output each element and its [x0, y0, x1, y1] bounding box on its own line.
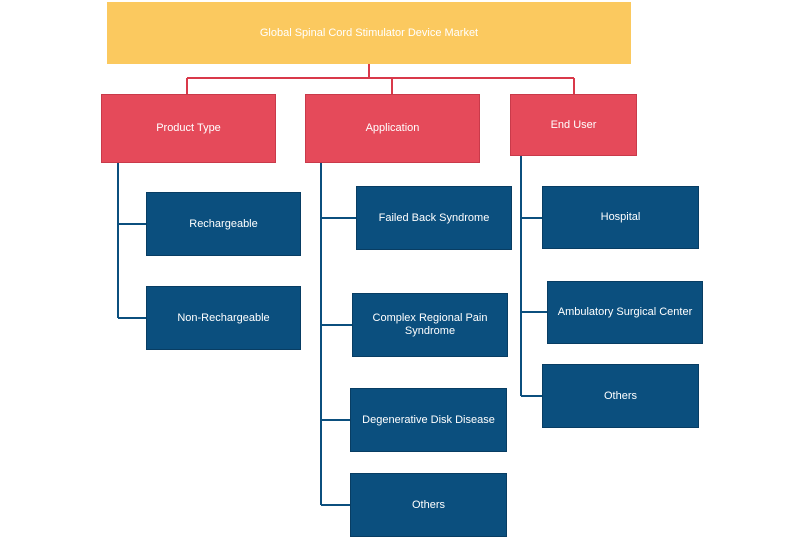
leaf-end-user-others: Others — [542, 364, 699, 428]
root-node: Global Spinal Cord Stimulator Device Mar… — [107, 2, 631, 64]
category-label: End User — [550, 118, 597, 131]
category-application: Application — [305, 94, 480, 163]
leaf-label: Failed Back Syndrome — [378, 211, 490, 224]
leaf-label: Hospital — [600, 211, 641, 223]
leaf-hospital: Hospital — [542, 186, 699, 249]
leaf-label: Others — [411, 498, 445, 511]
leaf-label: Ambulatory Surgical Center — [557, 306, 693, 318]
root-connectors — [186, 64, 575, 94]
leaf-ambulatory-surgical-center: Ambulatory Surgical Center — [547, 281, 703, 344]
leaf-degenerative-disk-disease: Degenerative Disk Disease — [350, 388, 507, 452]
application-connectors — [320, 163, 356, 506]
leaf-label: Others — [603, 389, 637, 402]
end-user-connectors — [520, 156, 547, 397]
category-label: Product Type — [156, 122, 221, 134]
category-end-user: End User — [510, 94, 637, 156]
product-type-connectors — [117, 163, 146, 319]
leaf-label: Degenerative Disk Disease — [362, 413, 495, 426]
leaf-rechargeable: Rechargeable — [146, 192, 301, 256]
leaf-application-others: Others — [350, 473, 507, 537]
category-product-type: Product Type — [101, 94, 276, 163]
leaf-label: Rechargeable — [189, 217, 258, 230]
leaf-label: Non-Rechargeable — [177, 311, 270, 324]
leaf-failed-back-syndrome: Failed Back Syndrome — [356, 186, 512, 250]
leaf-non-rechargeable: Non-Rechargeable — [146, 286, 301, 350]
category-label: Application — [365, 122, 420, 134]
leaf-label: Complex Regional Pain Syndrome — [372, 312, 488, 337]
leaf-complex-regional-pain-syndrome: Complex Regional Pain Syndrome — [352, 293, 508, 357]
root-label: Global Spinal Cord Stimulator Device Mar… — [259, 26, 479, 39]
